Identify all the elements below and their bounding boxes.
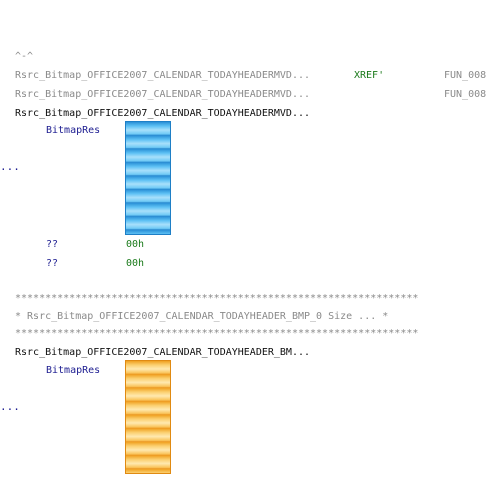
separator-top: ****************************************…	[15, 293, 419, 304]
ellipsis-2: ...	[0, 400, 20, 413]
ref-link-2[interactable]: FUN_008	[444, 89, 487, 100]
label-line-2[interactable]: Rsrc_Bitmap_OFFICE2007_CALENDAR_TODAYHEA…	[15, 89, 311, 100]
bitmap-preview-blue	[125, 121, 171, 235]
separator-bottom: ****************************************…	[15, 328, 419, 339]
label-line-4[interactable]: Rsrc_Bitmap_OFFICE2007_CALENDAR_TODAYHEA…	[15, 347, 311, 358]
label-line-1[interactable]: Rsrc_Bitmap_OFFICE2007_CALENDAR_TODAYHEA…	[15, 70, 311, 81]
plate-comment: * Rsrc_Bitmap_OFFICE2007_CALENDAR_TODAYH…	[15, 311, 389, 322]
bitmap-preview-orange	[125, 360, 171, 474]
xref-link[interactable]: XREF'	[354, 70, 385, 81]
label-line-3[interactable]: Rsrc_Bitmap_OFFICE2007_CALENDAR_TODAYHEA…	[15, 108, 311, 119]
row-name-2: ??	[46, 258, 59, 269]
bitmapres-type-2: BitmapRes	[46, 365, 101, 376]
row-value-1: 00h	[126, 239, 145, 250]
top-fragment: ^-^	[15, 51, 34, 62]
row-value-2: 00h	[126, 258, 145, 269]
ellipsis-1: ...	[0, 160, 20, 173]
bitmapres-type-1: BitmapRes	[46, 125, 101, 136]
row-name-1: ??	[46, 239, 59, 250]
ref-link-1[interactable]: FUN_008	[444, 70, 487, 81]
